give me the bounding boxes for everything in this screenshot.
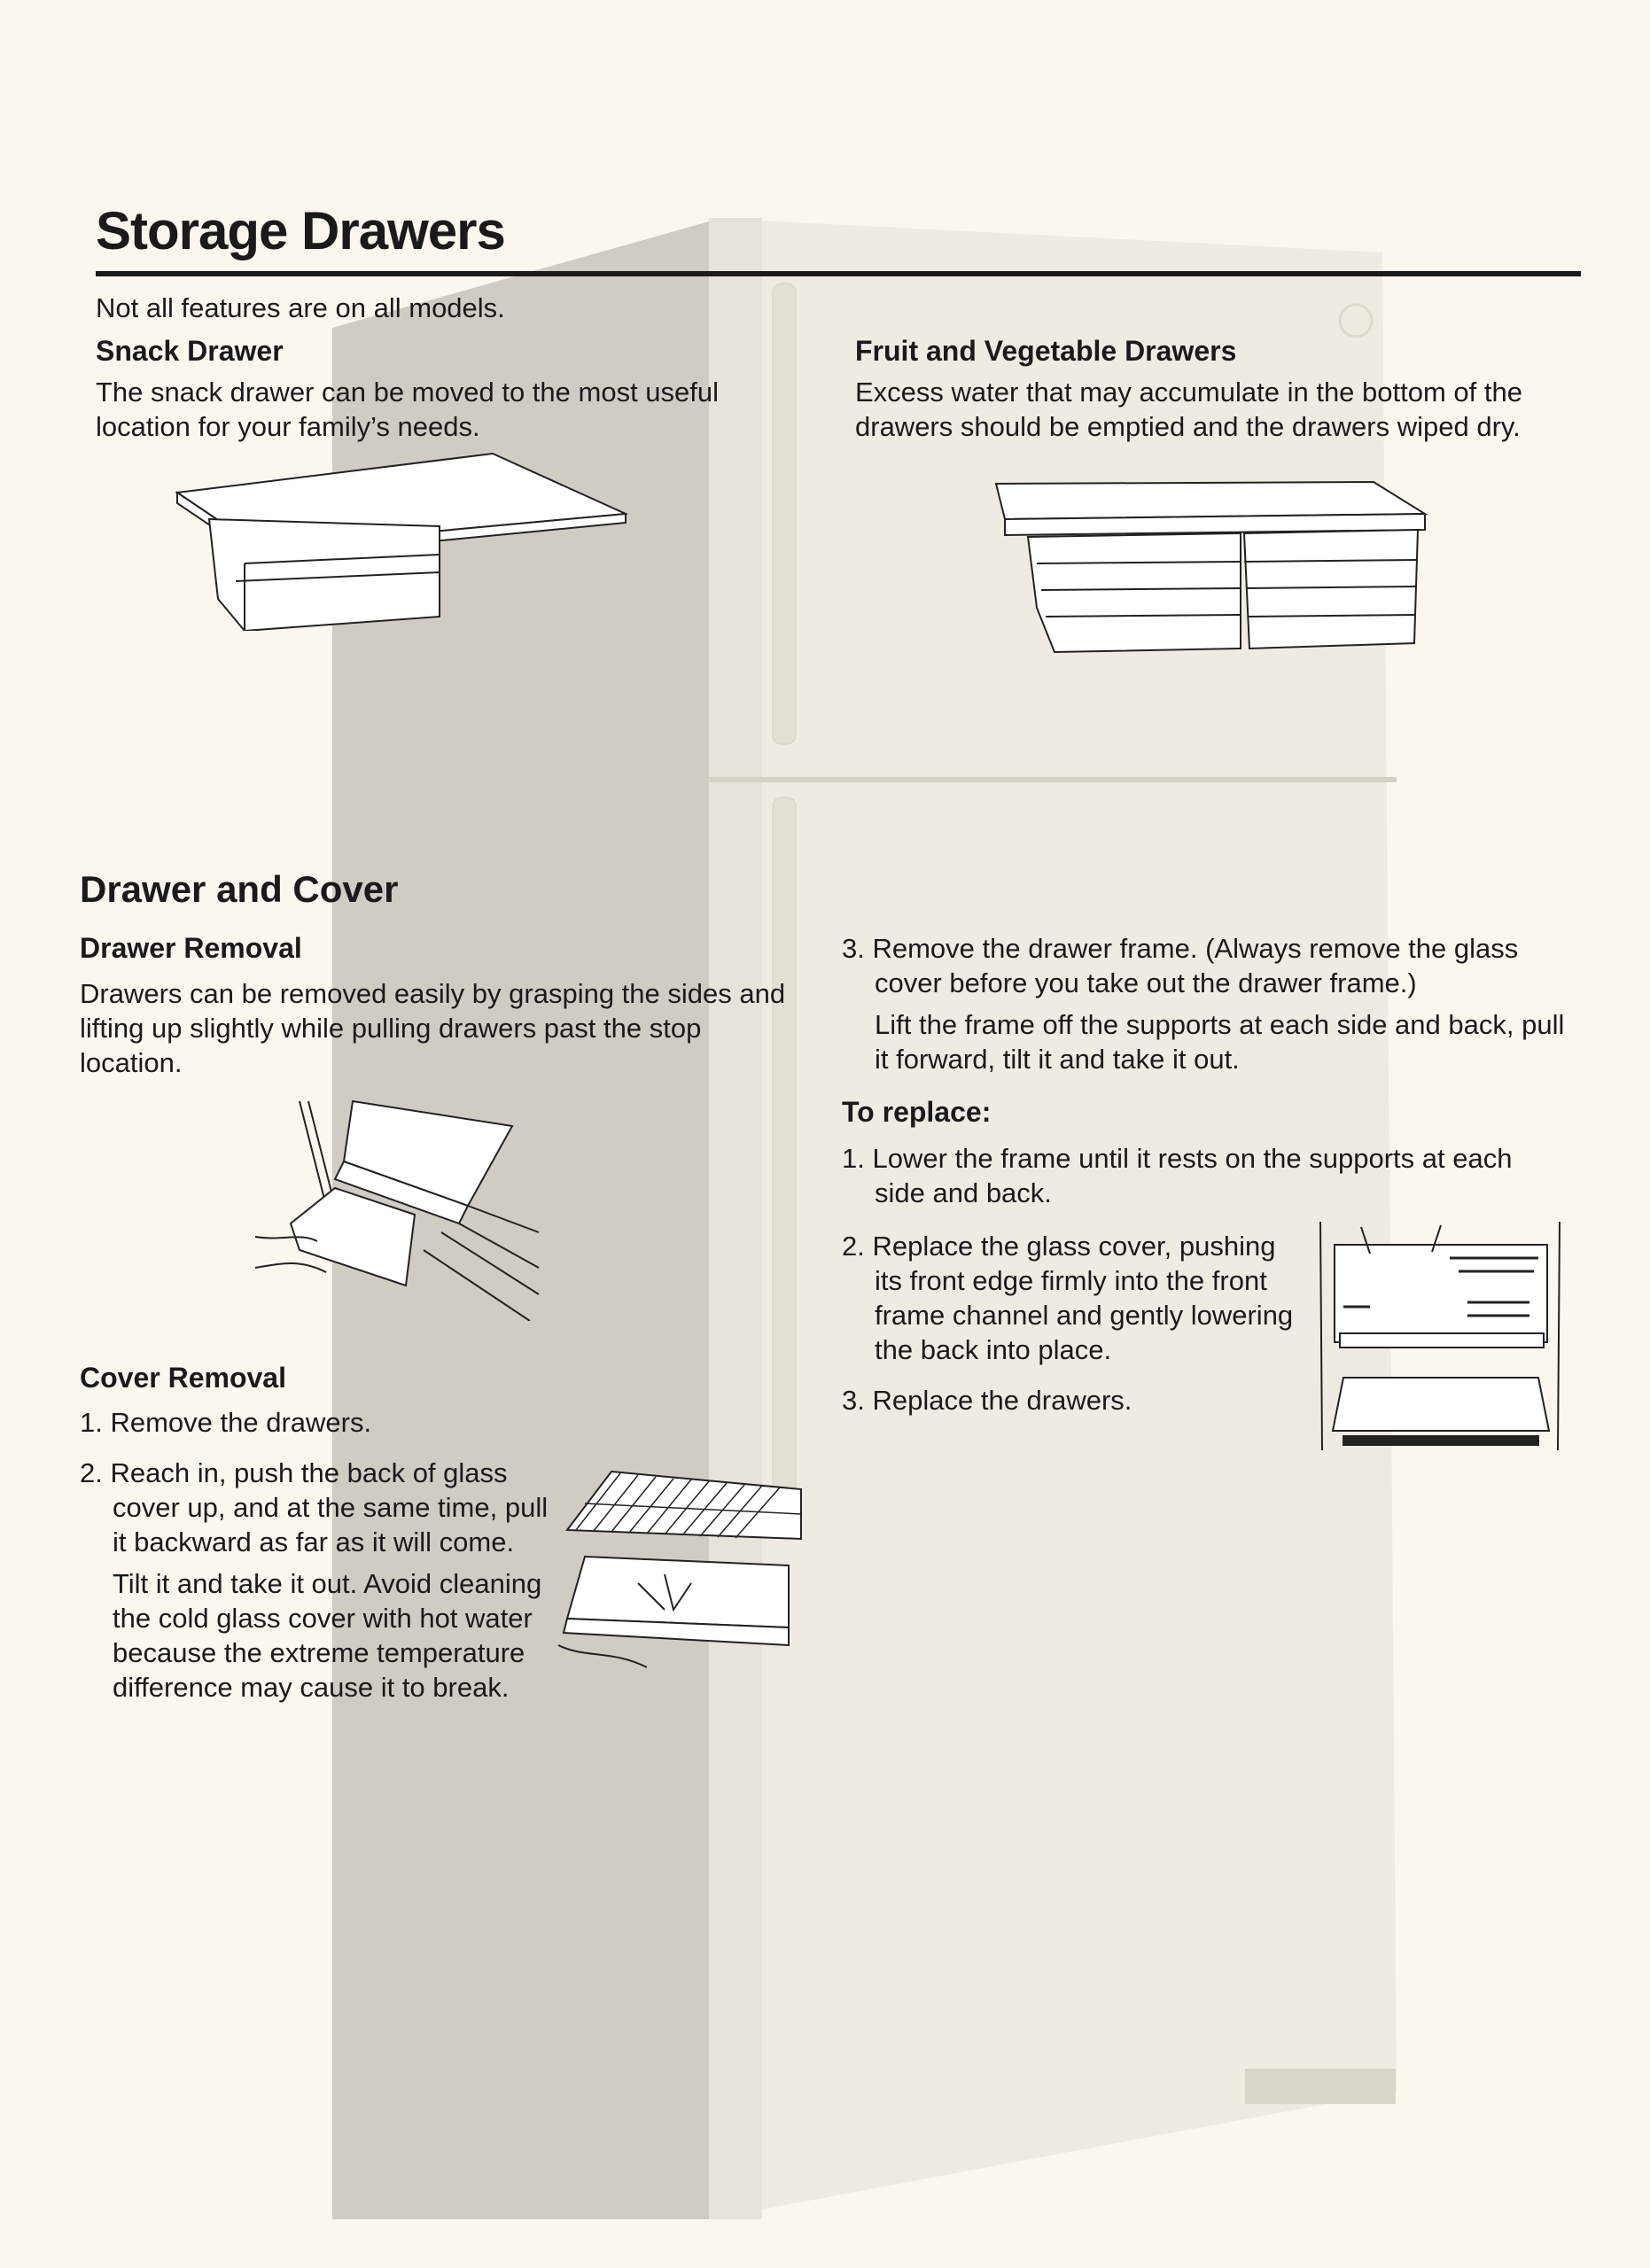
cover-removal-steps: 1. Remove the drawers. 2. Reach in, push… bbox=[80, 1405, 558, 1720]
glass-cover-replace-illustration bbox=[1319, 1221, 1560, 1451]
page-title: Storage Drawers bbox=[96, 201, 506, 260]
drawer-frame-step: 3. Remove the drawer frame. (Always remo… bbox=[842, 931, 1568, 1092]
drawer-removal-illustration bbox=[254, 1099, 540, 1321]
drawer-removal-text: Drawers can be removed easily by graspin… bbox=[80, 978, 786, 1078]
snack-drawer-illustration bbox=[175, 452, 627, 631]
title-rule bbox=[96, 271, 1581, 276]
replace-step-3: 3. Replace the drawers. bbox=[842, 1385, 1132, 1416]
drawer-cover-heading: Drawer and Cover bbox=[80, 868, 399, 910]
drawer-removal-heading: Drawer Removal bbox=[80, 932, 302, 964]
cover-removal-heading: Cover Removal bbox=[80, 1362, 286, 1394]
fruit-vegetable-drawer-illustration bbox=[994, 480, 1428, 654]
models-note: Not all features are on all models. bbox=[96, 292, 505, 323]
cover-step-2: 2. Reach in, push the back of glass cove… bbox=[80, 1457, 549, 1703]
snack-drawer-text: The snack drawer can be moved to the mos… bbox=[96, 377, 720, 442]
fruit-veg-text: Excess water that may accumulate in the … bbox=[855, 377, 1522, 442]
replace-step-1-wrap: 1. Lower the frame until it rests on the… bbox=[842, 1141, 1568, 1226]
replace-step-2: 2. Replace the glass cover, pushing its … bbox=[842, 1231, 1294, 1365]
replace-step-1: 1. Lower the frame until it rests on the… bbox=[842, 1143, 1513, 1208]
glass-cover-removal-illustration bbox=[557, 1470, 802, 1668]
to-replace-heading: To replace: bbox=[842, 1096, 992, 1128]
fruit-veg-heading: Fruit and Vegetable Drawers bbox=[855, 335, 1237, 367]
snack-drawer-heading: Snack Drawer bbox=[96, 335, 284, 367]
cover-step-3: 3. Remove the drawer frame. (Always remo… bbox=[842, 933, 1565, 1075]
replace-steps-2-3: 2. Replace the glass cover, pushing its … bbox=[842, 1229, 1303, 1433]
cover-step-1: 1. Remove the drawers. bbox=[80, 1407, 372, 1438]
